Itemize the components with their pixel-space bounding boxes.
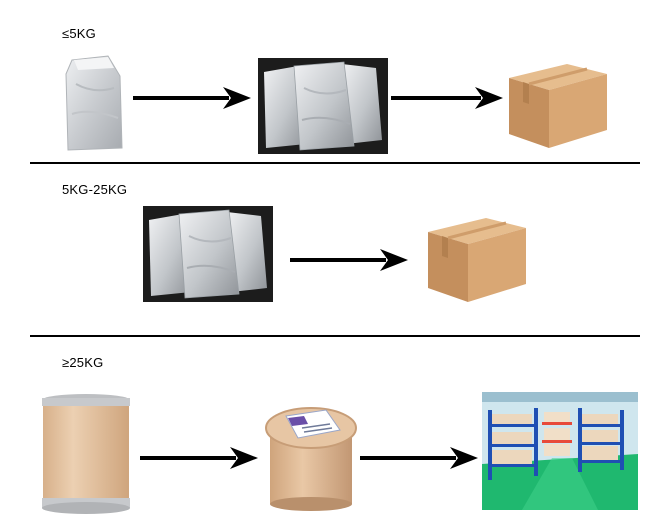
arrow-right-icon: [290, 249, 408, 271]
section-label-medium: 5KG-25KG: [62, 182, 127, 197]
section-label-large: ≥25KG: [62, 355, 103, 370]
arrow-right-icon: [133, 87, 251, 109]
arrow-right-icon: [140, 447, 258, 469]
arrow-right-icon: [391, 87, 503, 109]
section-divider: [30, 335, 640, 337]
fiber-drum-icon: [40, 392, 132, 516]
arrow-right-icon: [360, 447, 478, 469]
warehouse-shelves-icon: [482, 392, 638, 510]
foil-bag-group-icon: [258, 58, 388, 154]
cardboard-box-icon: [424, 214, 528, 304]
section-label-small: ≤5KG: [62, 26, 96, 41]
foil-bag-group-icon: [143, 206, 273, 302]
cardboard-box-icon: [505, 60, 609, 150]
labeled-fiber-drum-icon: [264, 402, 358, 512]
foil-bag-icon: [64, 54, 126, 152]
section-divider: [30, 162, 640, 164]
